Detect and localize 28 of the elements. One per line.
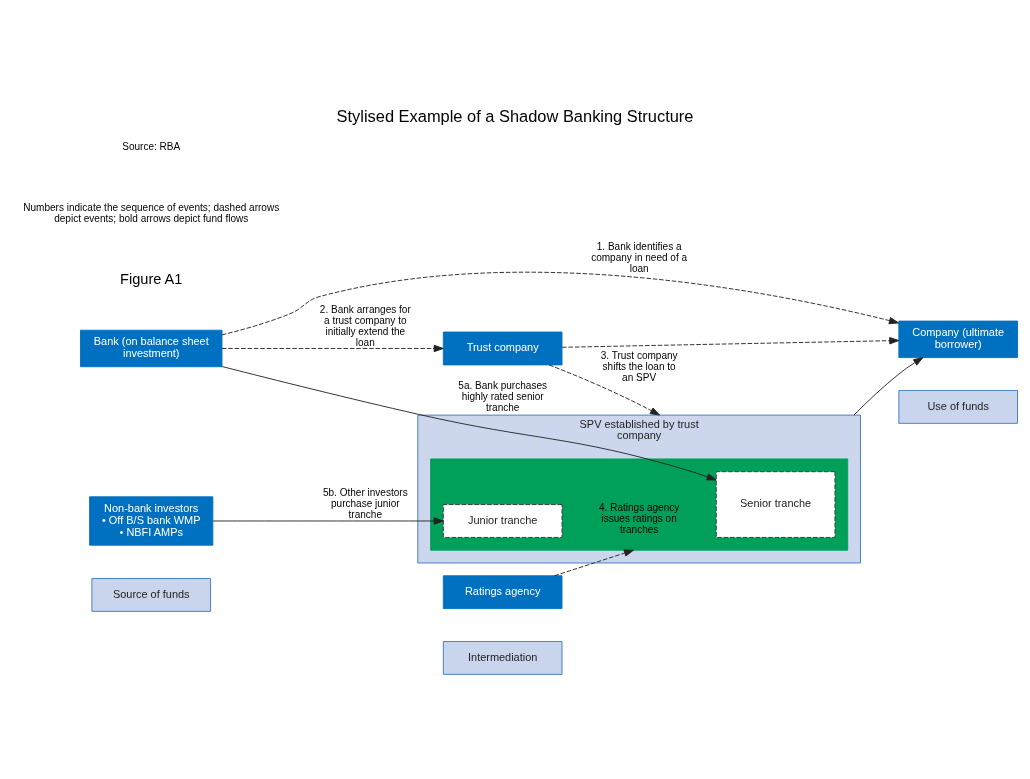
diagram-title: Stylised Example of a Shadow Banking Structure <box>336 106 694 125</box>
node-box: Non-bank investors • Off B/S bank WMP • NBFI AMPs <box>89 495 214 546</box>
arrow <box>853 356 924 416</box>
edge-label: 2. Bank arranges for a trust company to initially extend the loan <box>319 303 411 348</box>
arrow <box>561 336 900 348</box>
edge-label: 3. Trust company shifts the loan to an SPV <box>600 349 678 383</box>
edge-label: 5b. Other investors purchase junior tranche <box>322 486 408 520</box>
arrow <box>554 549 634 576</box>
node-box: Use of funds <box>898 389 1018 424</box>
node-box: Source of funds <box>91 577 212 612</box>
edge-label: 5a. Bank purchases highly rated senior tranche <box>458 379 548 413</box>
edge-label: 4. Ratings agency issues ratings on tranches <box>598 501 680 535</box>
arrow <box>212 516 444 525</box>
label: Numbers indicate the sequence of events; dashed arrows depict events; bold arrows depict fund flows <box>23 201 280 224</box>
node-box: Bank (on balance sheet investment) <box>80 329 223 367</box>
arrow <box>221 344 444 352</box>
arrow <box>221 365 717 480</box>
node-box: Junior tranche <box>442 503 563 538</box>
node-box: Company (ultimate borrower) <box>898 320 1018 358</box>
node-box: Intermediation <box>442 640 563 675</box>
edge-label: 1. Bank identifies a company in need of a loan <box>591 240 688 274</box>
label: Source: RBA <box>122 140 181 152</box>
node-box: Senior tranche <box>715 470 836 538</box>
label: Figure A1 <box>120 270 183 287</box>
node-box: Ratings agency <box>442 574 563 609</box>
arrow <box>548 364 660 416</box>
arrow <box>221 271 899 335</box>
node-box: Trust company <box>442 331 563 365</box>
